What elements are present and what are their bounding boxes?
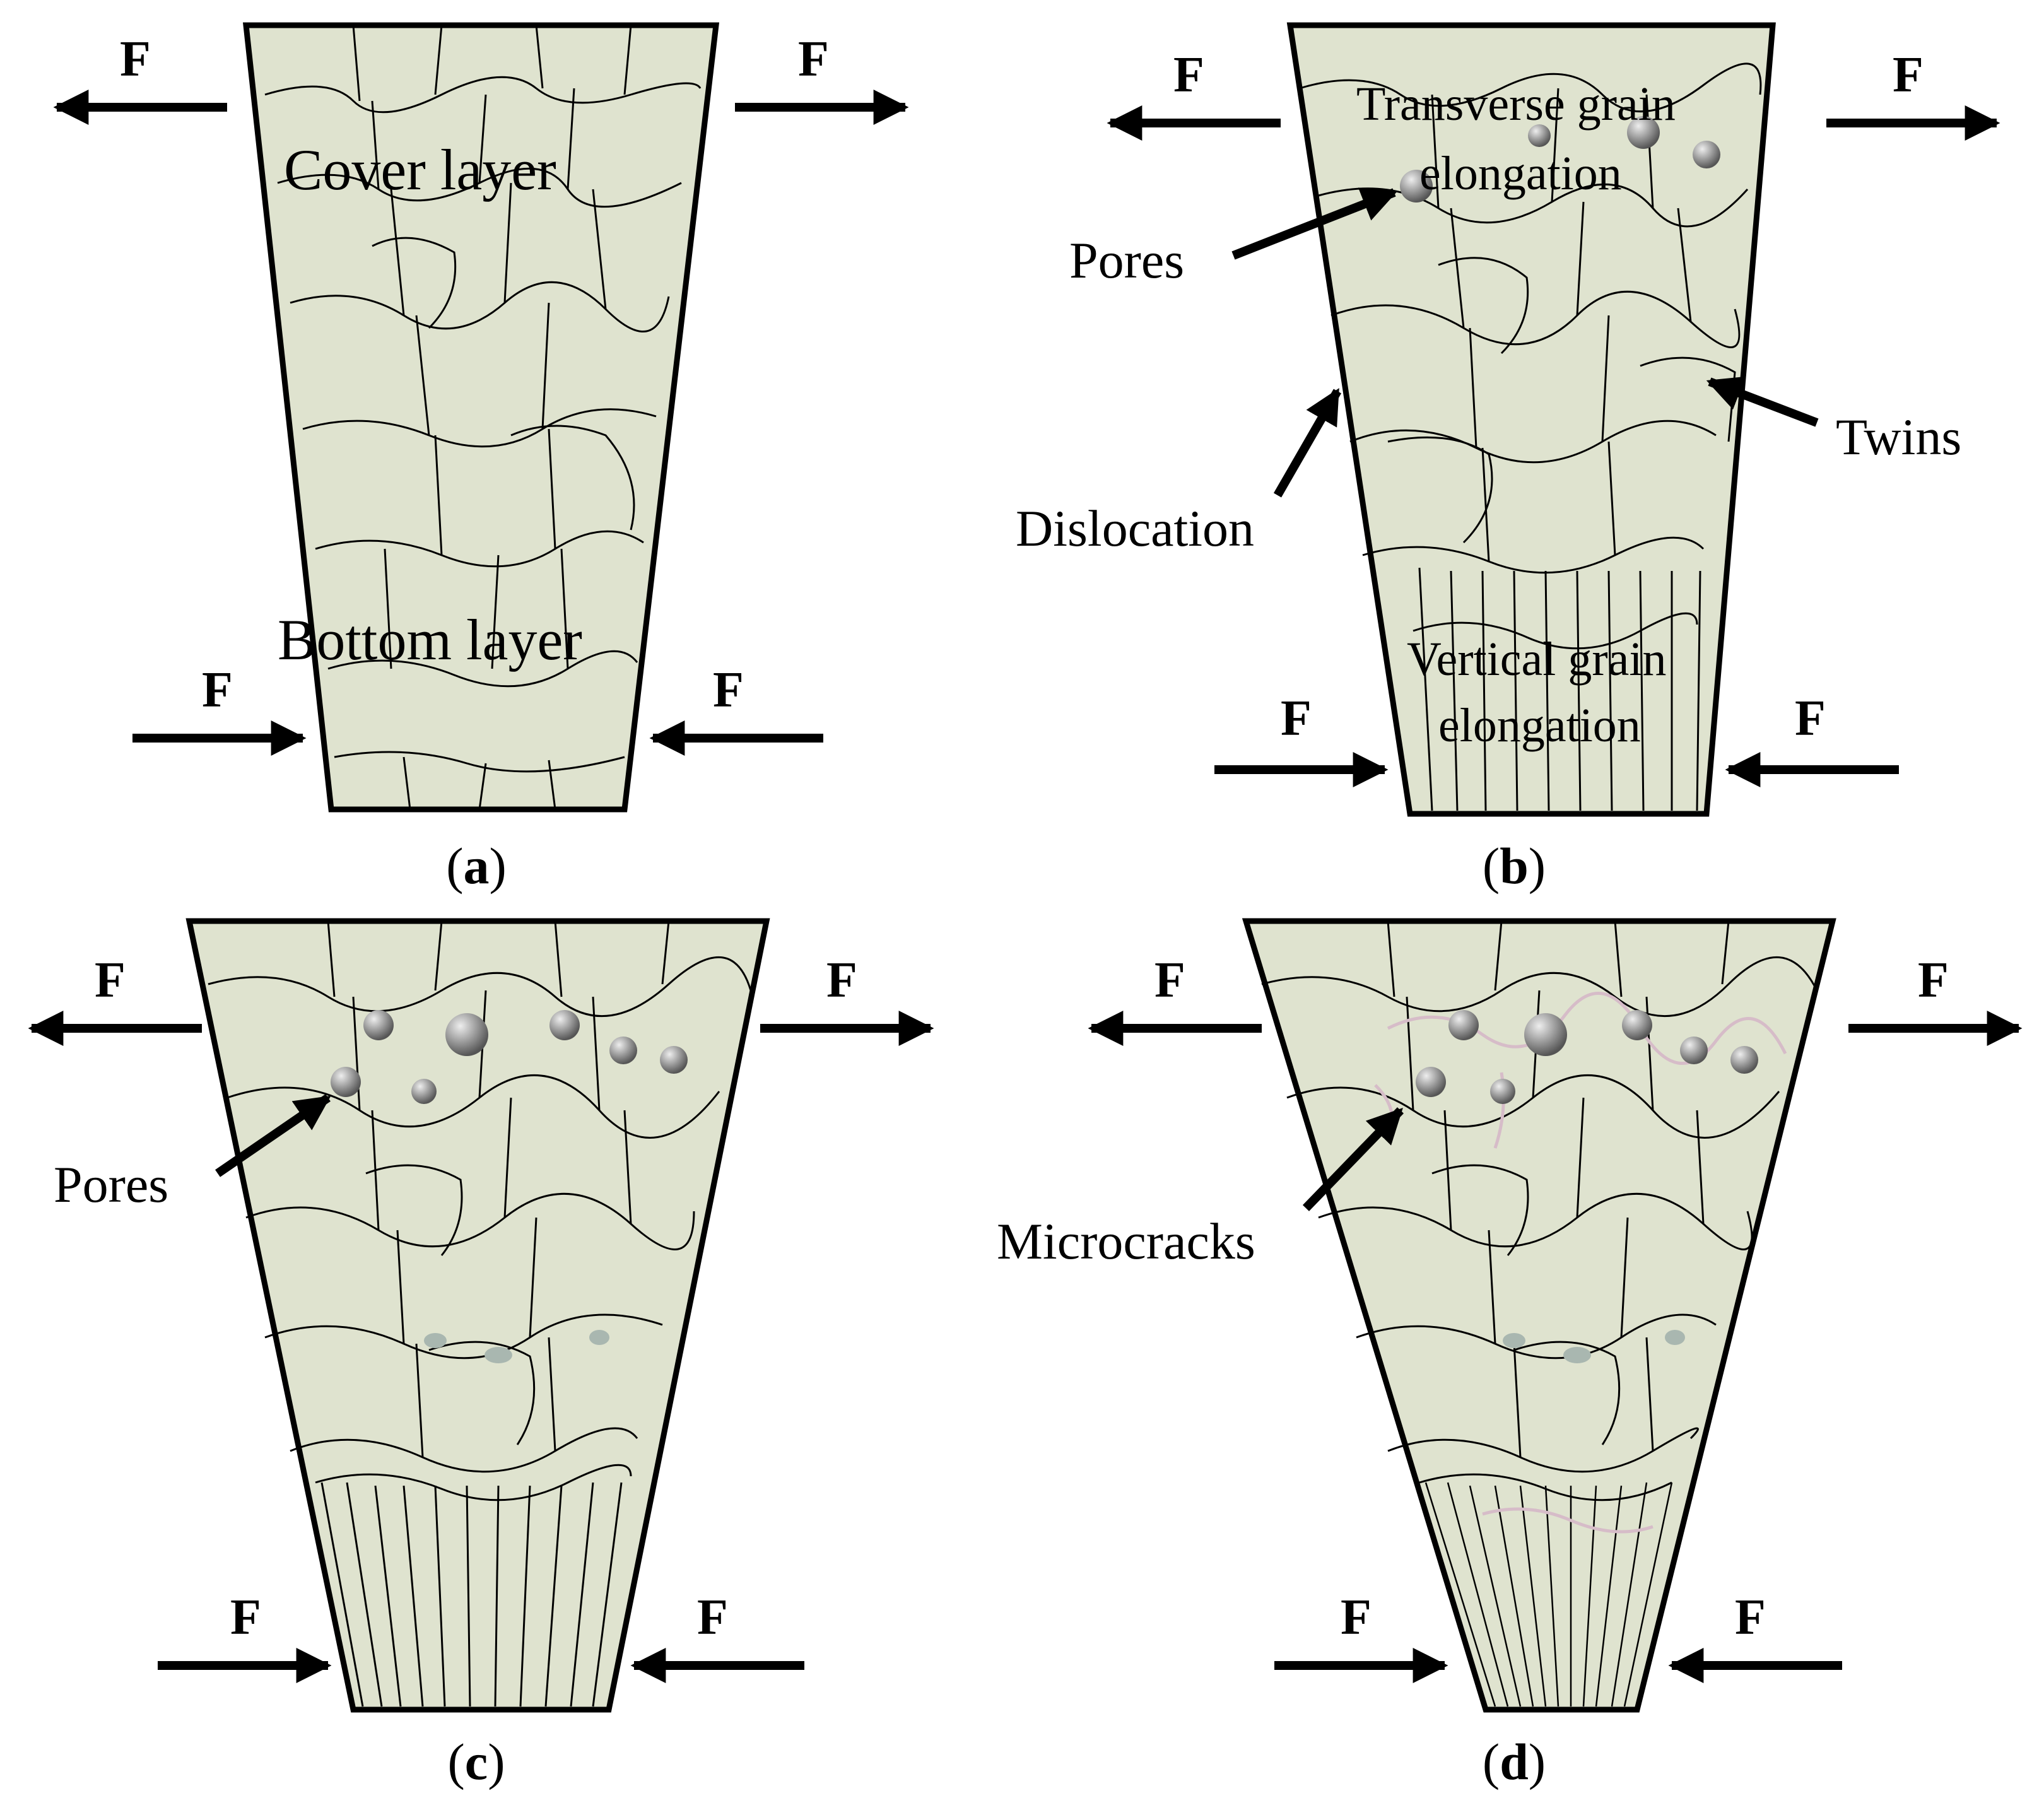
microcracks-label: Microcracks [997, 1213, 1255, 1270]
force-label: F [798, 32, 829, 87]
grain-network-d [1261, 920, 1818, 1501]
transverse-elongation-label: elongation [1419, 147, 1622, 200]
specimen-a [242, 22, 720, 813]
force-label: F [1281, 691, 1312, 746]
force-label: F [1154, 953, 1185, 1008]
dislocation-label: Dislocation [1016, 500, 1254, 557]
pores-d [1416, 1010, 1758, 1104]
panel-caption-a: (a) [446, 837, 507, 895]
force-arrows-b [1107, 105, 2000, 787]
callout-arrows-d [1302, 1107, 1404, 1211]
cover-layer-label: Cover layer [284, 138, 556, 202]
force-label: F [1918, 953, 1949, 1008]
grain-network-c [208, 920, 752, 1501]
force-label: F [713, 662, 744, 718]
vertical-grain-lines-b [1418, 567, 1701, 811]
panel-b: Transverse grain elongation Pores Twins … [1016, 22, 2000, 895]
specimen-b [1286, 22, 1776, 817]
transverse-grain-label: Transverse grain [1356, 78, 1676, 131]
vertical-grain-lines-c [320, 1482, 623, 1707]
force-label: F [826, 953, 857, 1008]
force-label: F [1893, 47, 1924, 103]
callout-arrows-b [1231, 187, 1819, 498]
force-label: F [1735, 1590, 1766, 1645]
inclusions-c [424, 1330, 609, 1363]
grain-network-a [264, 25, 702, 810]
force-label: F [1795, 691, 1826, 746]
panel-d: Microcracks F F F F (d) [997, 918, 2023, 1790]
force-label: F [697, 1590, 728, 1645]
force-label: F [95, 953, 126, 1008]
force-arrows-d [1088, 1011, 2023, 1683]
grain-network-b [1299, 62, 1762, 650]
force-arrows-c [28, 1011, 934, 1683]
force-label: F [202, 662, 233, 718]
panel-a: Cover layer Bottom layer F F F F (a) [53, 22, 909, 895]
inclusions-d [1503, 1330, 1685, 1363]
specimen-c [185, 918, 770, 1713]
vertical-elongation-label: elongation [1438, 699, 1641, 752]
panel-caption-c: (c) [447, 1733, 505, 1790]
bottom-layer-label: Bottom layer [278, 608, 582, 672]
force-label: F [230, 1590, 261, 1645]
force-label: F [1173, 47, 1204, 103]
panel-caption-d: (d) [1483, 1733, 1546, 1790]
force-arrows-a [53, 90, 909, 756]
vertical-grain-lines-d [1424, 1482, 1673, 1707]
pores-label: Pores [54, 1156, 168, 1213]
vertical-grain-label: Vertical grain [1407, 633, 1666, 686]
pores-c [331, 1010, 688, 1104]
panel-caption-b: (b) [1483, 837, 1546, 895]
pores-b [1400, 116, 1720, 203]
force-label: F [120, 32, 151, 87]
twins-label: Twins [1836, 408, 1961, 466]
pores-label: Pores [1069, 232, 1184, 289]
panel-c: Pores F F F F (c) [28, 918, 934, 1790]
force-label: F [1341, 1590, 1371, 1645]
callout-arrows-c [215, 1094, 331, 1177]
